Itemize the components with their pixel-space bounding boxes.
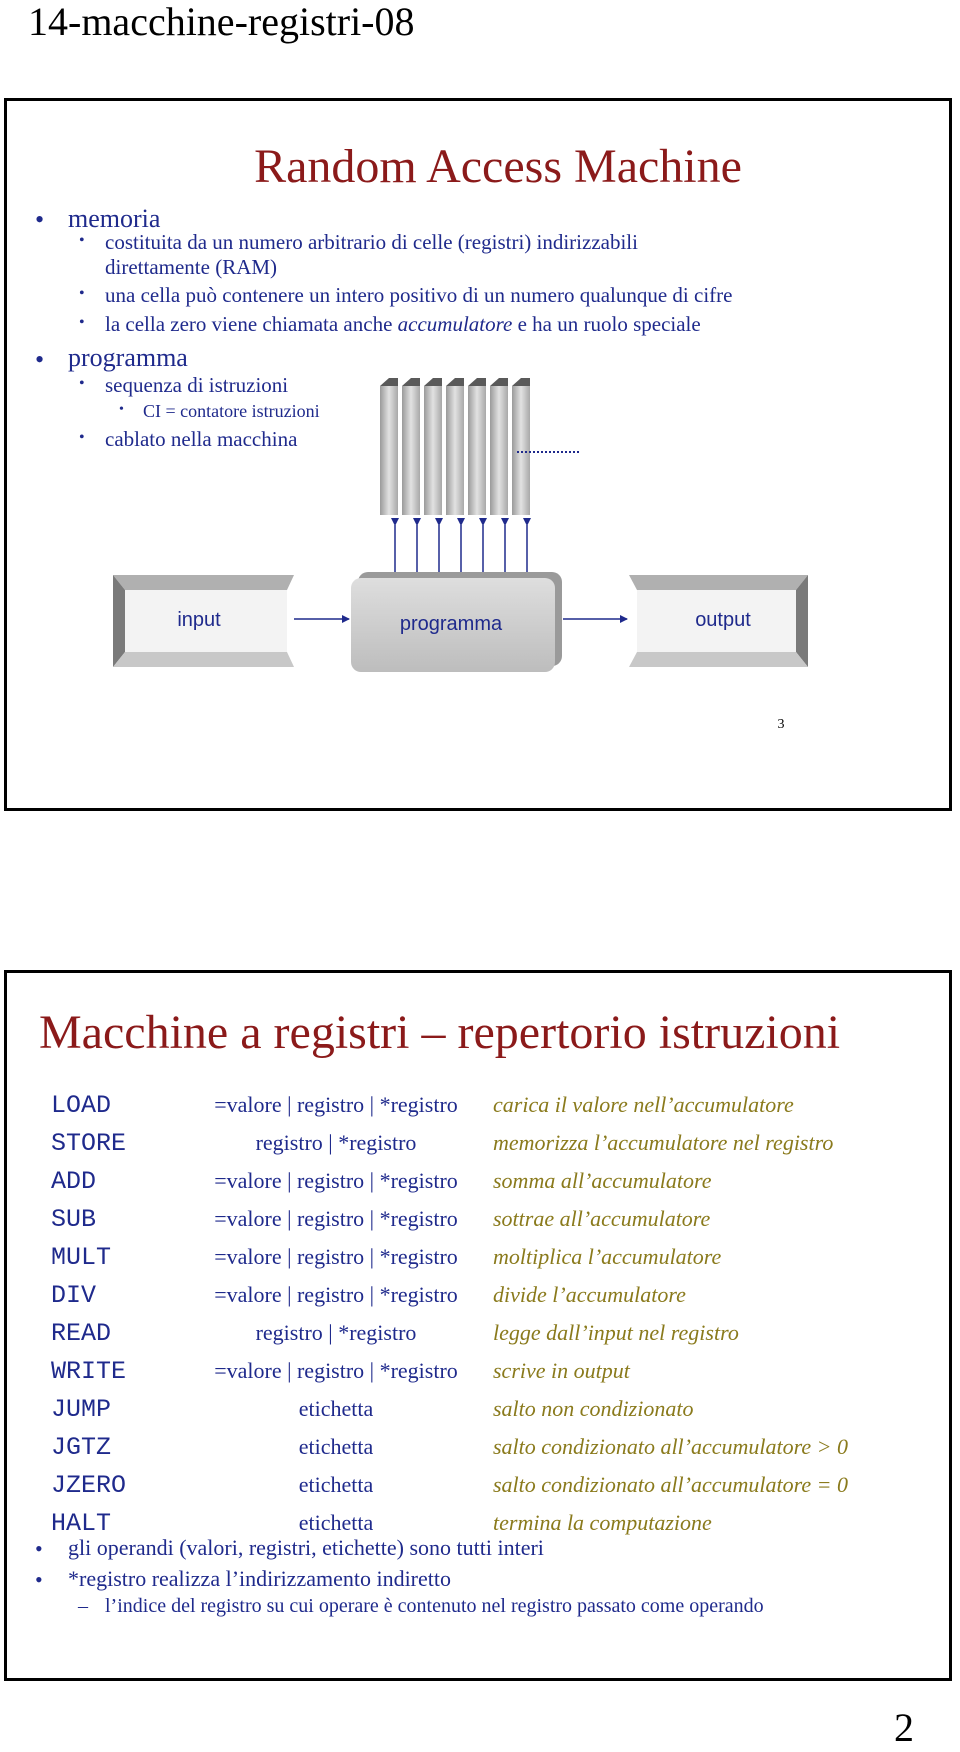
page-number: 2 (894, 1705, 914, 1750)
instruction-description: carica il valore nell’accumulatore (493, 1092, 794, 1117)
input-tray-shape (113, 575, 294, 667)
output-label: output (695, 609, 751, 631)
bullet-dot: • (79, 232, 85, 249)
instruction-description: memorizza l’accumulatore nel registro (493, 1130, 834, 1155)
sub-bullet-cont: direttamente (RAM) (105, 255, 278, 279)
instruction-operands: =valore | registro | *registro (214, 1282, 458, 1307)
instruction-opcode: STORE (51, 1128, 127, 1158)
text-part: e ha un ruolo speciale (512, 312, 701, 336)
bullet-dot: • (79, 314, 85, 331)
instruction-table-body: LOAD =valore | registro | *registro carica… (51, 1086, 848, 1542)
instruction-description: divide l’accumulatore (493, 1282, 686, 1307)
sub-sub-bullet: CI = contatore istruzioni (143, 401, 320, 421)
memory-registers (380, 378, 530, 515)
accumulatore-emphasis: accumulatore (397, 312, 513, 336)
instruction-opcode: JZERO (51, 1470, 127, 1500)
bullet-memoria: memoria (68, 204, 161, 233)
instruction-row: ADD =valore | registro | *registro somma a… (51, 1162, 848, 1200)
instruction-description: moltiplica l’accumulatore (493, 1244, 722, 1269)
instruction-operands: =valore | registro | *registro (214, 1092, 458, 1117)
bullet-dot: • (79, 285, 85, 302)
sub-bullet-accumulatore: la cella zero viene chiamata anche accum… (105, 312, 701, 337)
instruction-row: SUB =valore | registro | *registro sottrae… (51, 1200, 848, 1238)
slide-title: Random Access Machine (254, 140, 742, 193)
bullet-dot: • (35, 1536, 43, 1561)
instruction-row: WRITE =valore | registro | *registro scriv… (51, 1352, 848, 1390)
instruction-opcode: WRITE (51, 1356, 127, 1386)
instruction-description: legge dall’input nel registro (493, 1320, 739, 1345)
bullet-programma: programma (68, 343, 188, 372)
bullet-dot: • (79, 429, 85, 446)
instruction-operands: etichetta (298, 1472, 374, 1497)
instruction-opcode: READ (51, 1318, 112, 1348)
program-label: programma (400, 613, 503, 635)
output-tray-shape (629, 575, 808, 667)
text-part: la cella zero viene chiamata anche (105, 312, 398, 336)
instruction-operands: etichetta (298, 1396, 374, 1421)
note-indirect: *registro realizza l’indirizzamento indi… (68, 1566, 452, 1591)
instruction-operands: registro | *registro (255, 1130, 417, 1155)
slide-title: Macchine a registri – repertorio istruzi… (39, 1006, 841, 1059)
slide-instruction-set: Macchine a registri – repertorio istruzi… (4, 970, 952, 1681)
bullet-dot: • (35, 345, 45, 374)
bullet-dot: • (35, 1567, 43, 1592)
instruction-operands: =valore | registro | *registro (214, 1358, 458, 1383)
instruction-operands: =valore | registro | *registro (214, 1206, 458, 1231)
instruction-opcode: JUMP (51, 1394, 112, 1424)
sub-bullet: cablato nella macchina (105, 427, 298, 451)
instruction-opcode: SUB (51, 1204, 97, 1234)
instruction-row: READ registro | *registro legge dall’input… (51, 1314, 848, 1352)
subnote-indirect: l’indice del registro su cui operare è c… (105, 1595, 764, 1617)
instruction-row: HALT etichetta termina la computazione (51, 1504, 848, 1542)
instruction-opcode: HALT (51, 1508, 112, 1538)
ram-diagram: input programma output 3 (113, 378, 808, 732)
slide-random-access-machine: Random Access Machine • memoria • costit… (4, 98, 952, 811)
instruction-operands: etichetta (298, 1434, 374, 1459)
slide-number: 3 (778, 717, 785, 732)
instruction-description: salto condizionato all’accumulatore = 0 (493, 1472, 848, 1497)
instruction-description: sottrae all’accumulatore (493, 1206, 711, 1231)
document-title: 14-macchine-registri-08 (28, 0, 415, 44)
dash-marker: – (78, 1595, 88, 1617)
bullet-dot: • (119, 402, 124, 417)
bullet-dot: • (79, 375, 85, 392)
instruction-row: MULT =valore | registro | *registro moltip… (51, 1238, 848, 1276)
instruction-operands: etichetta (298, 1510, 374, 1535)
instruction-row: STORE registro | *registro memorizza l’acc… (51, 1124, 848, 1162)
instruction-row: LOAD =valore | registro | *registro carica… (51, 1086, 848, 1124)
instruction-operands: =valore | registro | *registro (214, 1244, 458, 1269)
sub-bullet: sequenza di istruzioni (105, 373, 289, 397)
instruction-description: salto non condizionato (493, 1396, 694, 1421)
instruction-description: scrive in output (493, 1358, 630, 1383)
sub-bullet: una cella può contenere un intero positi… (105, 283, 733, 307)
instruction-opcode: JGTZ (51, 1432, 112, 1462)
instruction-table: LOAD =valore | registro | *registro carica… (51, 1086, 848, 1542)
instruction-opcode: DIV (51, 1280, 97, 1310)
instruction-description: somma all’accumulatore (493, 1168, 712, 1193)
instruction-opcode: ADD (51, 1166, 97, 1196)
instruction-description: salto condizionato all’accumulatore > 0 (493, 1434, 848, 1459)
instruction-row: JGTZ etichetta salto condizionato all’accu… (51, 1428, 848, 1466)
instruction-opcode: LOAD (51, 1090, 112, 1120)
instruction-row: JZERO etichetta salto condizionato all’acc… (51, 1466, 848, 1504)
instruction-operands: registro | *registro (255, 1320, 417, 1345)
input-label: input (177, 609, 221, 631)
program-box-shape (351, 572, 562, 672)
note-operands: gli operandi (valori, registri, etichett… (68, 1535, 544, 1560)
instruction-row: DIV =valore | registro | *registro divide … (51, 1276, 848, 1314)
sub-bullet: costituita da un numero arbitrario di ce… (105, 230, 638, 254)
instruction-opcode: MULT (51, 1242, 112, 1272)
instruction-row: JUMP etichetta salto non condizionato (51, 1390, 848, 1428)
instruction-description: termina la computazione (493, 1510, 712, 1535)
bullet-dot: • (35, 205, 45, 234)
instruction-operands: =valore | registro | *registro (214, 1168, 458, 1193)
